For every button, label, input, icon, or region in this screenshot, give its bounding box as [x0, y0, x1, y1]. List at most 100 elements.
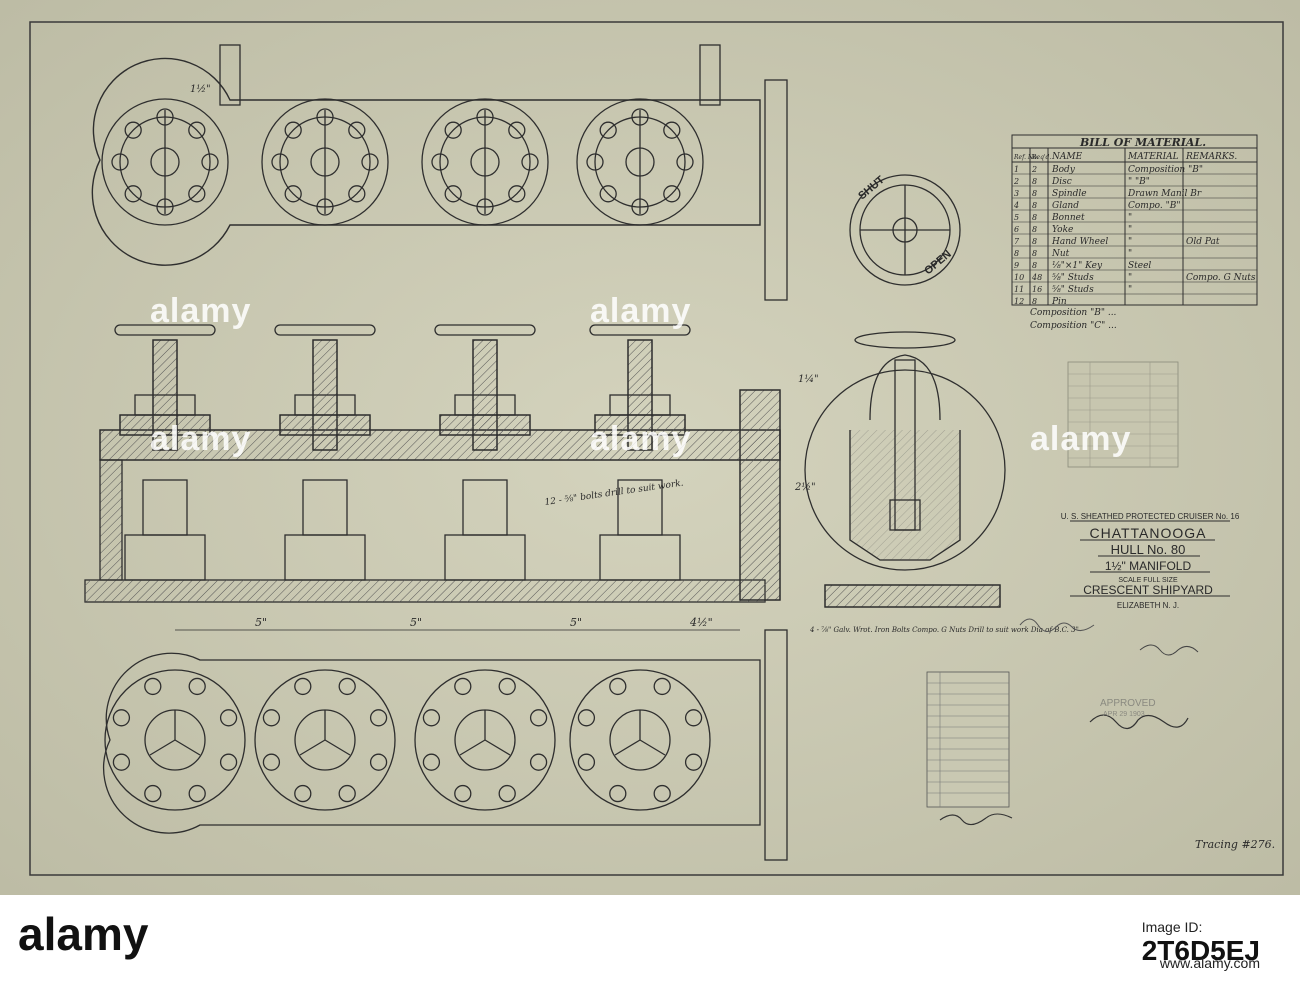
bolt-hole-icon — [444, 121, 462, 139]
bom-cell: 16 — [1032, 285, 1042, 294]
bom-cell: Drawn Manil Br — [1127, 189, 1202, 199]
bolt-hole-icon — [529, 709, 548, 727]
bom-cell: 12 — [1014, 297, 1024, 306]
bolt-hole-icon — [124, 121, 142, 139]
bolt-hole-icon — [422, 709, 441, 727]
dim-5-c: 5" — [570, 616, 582, 629]
bolt-hole-icon — [577, 753, 596, 771]
bolt-hole-icon — [586, 153, 604, 171]
bolt-hole-icon — [348, 185, 366, 203]
dim-5-b: 5" — [410, 616, 422, 629]
bolt-hole-icon — [521, 153, 539, 171]
footer-url[interactable]: www.alamy.com — [1159, 955, 1260, 971]
bom-cell: 9 — [1014, 261, 1019, 270]
bom-header-1: Req'd. — [1031, 154, 1051, 161]
bom-cell: 7 — [1014, 237, 1020, 246]
signature-1 — [1019, 618, 1095, 632]
title-line-2: CHATTANOOGA — [1089, 525, 1206, 541]
signature-3 — [1089, 714, 1189, 730]
bolt-hole-icon — [369, 753, 388, 771]
dim-1-5: 1½" — [190, 84, 211, 95]
bolt-hole-icon — [663, 121, 681, 139]
bolt-hole-icon — [112, 709, 131, 727]
elevation-view — [84, 324, 788, 861]
bom-cell: " — [1128, 273, 1132, 283]
bom-cell: 8 — [1032, 225, 1037, 234]
bom-cell: Composition "B" — [1128, 165, 1203, 175]
top-flange-2 — [261, 98, 389, 226]
bolt-hole-icon — [262, 753, 281, 771]
bolt-hole-icon — [663, 185, 681, 203]
bolt-hole-icon — [422, 753, 441, 771]
bolt-hole-icon — [188, 784, 206, 803]
side-section-view — [804, 331, 1006, 608]
bolt-hole-icon — [653, 784, 671, 803]
tracing-list-box — [926, 671, 1010, 808]
approved-label: APPROVED — [1100, 698, 1156, 709]
handwheel-bar-2 — [274, 324, 376, 336]
bolt-hole-icon — [454, 677, 472, 696]
bolt-hole-icon — [294, 784, 312, 803]
top-plan-view — [91, 44, 788, 301]
bolt-hole-icon — [294, 677, 312, 696]
bom-cell: " — [1128, 213, 1132, 223]
bom-cell: 8 — [1032, 297, 1037, 306]
bolt-hole-icon — [498, 677, 516, 696]
bom-cell: Steel — [1128, 261, 1151, 271]
bom-cell: 8 — [1032, 261, 1037, 270]
bolt-hole-icon — [188, 121, 206, 139]
bom-cell: ⅝" Studs — [1052, 273, 1094, 283]
bom-cell: 48 — [1031, 273, 1042, 282]
blueprint-sheet: SHUT OPEN BILL OF MATERIAL. Ref. No.Req'… — [0, 0, 1300, 895]
bolt-hole-icon — [653, 677, 671, 696]
bom-cell: " — [1128, 237, 1132, 247]
approved-date: APR 29 1903 — [1103, 711, 1145, 718]
title-line-5: SCALE FULL SIZE — [1118, 577, 1178, 584]
bom-cell: " — [1128, 225, 1132, 235]
bom-header-0: Ref. No. — [1013, 154, 1039, 161]
revision-table — [1067, 361, 1179, 468]
bolt-hole-icon — [284, 121, 302, 139]
bolt-hole-icon — [684, 709, 703, 727]
bolt-hole-icon — [529, 753, 548, 771]
top-flange-4 — [576, 98, 704, 226]
bom-cell: 4 — [1013, 201, 1019, 210]
bottom-plan-view — [103, 652, 761, 834]
dim-1-25: 1¼" — [798, 374, 819, 385]
bom-cell: Compo. G Nuts — [1186, 273, 1256, 283]
bolt-hole-icon — [219, 753, 238, 771]
composition-note-2: Composition "C" ... — [1030, 321, 1117, 331]
bolt-hole-icon — [144, 677, 162, 696]
bolt-hole-icon — [444, 185, 462, 203]
bom-cell: 8 — [1014, 249, 1019, 258]
bom-cell: 11 — [1014, 285, 1024, 294]
bolt-hole-icon — [284, 185, 302, 203]
signature-4 — [939, 813, 1013, 826]
composition-note-1: Composition "B" ... — [1030, 308, 1117, 318]
bom-cell: Body — [1051, 165, 1076, 175]
bolt-hole-icon — [112, 753, 131, 771]
bolt-hole-icon — [348, 121, 366, 139]
bom-cell: Old Pat — [1186, 237, 1220, 247]
bom-cell: 2 — [1013, 177, 1019, 186]
bom-cell: ⅝" Studs — [1052, 285, 1094, 295]
bolt-hole-icon — [201, 153, 219, 171]
bolt-hole-icon — [111, 153, 129, 171]
bolt-hole-icon — [454, 784, 472, 803]
title-line-7: ELIZABETH N. J. — [1117, 601, 1179, 610]
watermark-logo-5: alamy — [1030, 420, 1132, 458]
bolt-hole-icon — [271, 153, 289, 171]
bolt-hole-icon — [609, 784, 627, 803]
footer-logo[interactable]: alamy — [18, 908, 149, 960]
bolt-hole-icon — [219, 709, 238, 727]
bolt-hole-icon — [144, 784, 162, 803]
title-line-3: HULL No. 80 — [1111, 542, 1186, 557]
handwheel-bar-3 — [434, 324, 536, 336]
top-flange-1 — [101, 98, 229, 226]
bottom-flange-4 — [569, 669, 711, 811]
bolt-hole-icon — [676, 153, 694, 171]
bom-cell: 3 — [1014, 189, 1019, 198]
bom-cell: 8 — [1032, 189, 1037, 198]
handwheel-bar-1 — [114, 324, 216, 336]
manifold-drawing: SHUT OPEN BILL OF MATERIAL. Ref. No.Req'… — [0, 0, 1300, 895]
